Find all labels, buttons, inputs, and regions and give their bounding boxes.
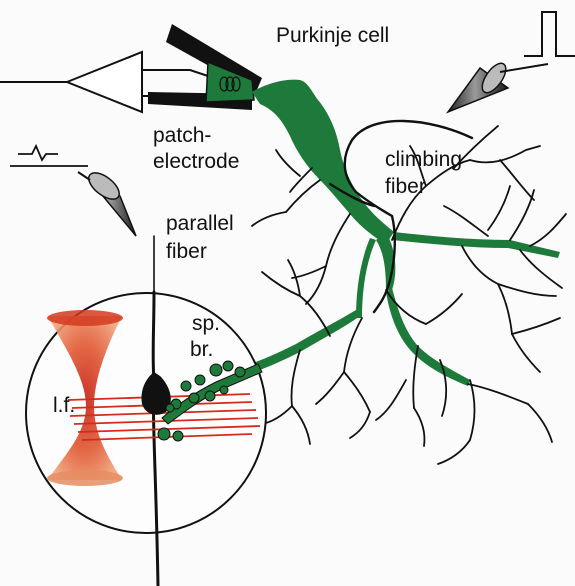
label-spine-line1: sp. <box>192 312 220 335</box>
recorded-spike-icon <box>10 146 88 166</box>
label-parallel-line1: parallel <box>166 212 234 235</box>
label-patch-line2: electrode <box>153 150 239 173</box>
stimulation-electrode-icon <box>448 59 548 112</box>
label-spine-line2: br. <box>190 338 213 361</box>
label-purkinje-cell: Purkinje cell <box>276 24 389 47</box>
label-climbing-line1: climbing <box>385 148 462 171</box>
label-patch-line1: patch- <box>153 124 211 147</box>
purkinje-cell <box>238 80 560 386</box>
label-parallel-line2: fiber <box>166 240 207 263</box>
label-laser-focus: l.f. <box>53 394 75 417</box>
stimulus-pulse-icon <box>524 12 575 56</box>
recording-electrode-icon <box>78 168 136 236</box>
label-climbing-line2: fiber <box>385 175 426 198</box>
patch-electrode <box>148 24 262 110</box>
